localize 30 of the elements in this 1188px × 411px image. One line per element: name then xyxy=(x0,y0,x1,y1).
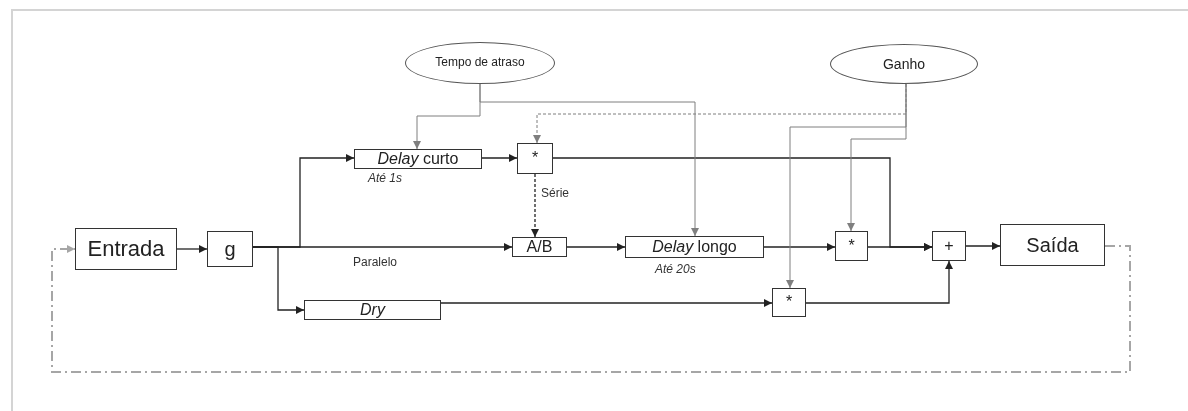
dashed-arrow xyxy=(51,245,1131,373)
delay-box: Delay curto xyxy=(354,149,482,169)
duration-note: Até 1s xyxy=(368,171,403,185)
arrow xyxy=(440,299,773,307)
parameter-ellipse: Ganho xyxy=(830,44,978,84)
arrow xyxy=(176,245,208,253)
edge-label: Série xyxy=(540,186,570,200)
dry-box: Dry xyxy=(304,300,441,320)
switch-box: A/B xyxy=(512,237,567,257)
duration-note: Até 20s xyxy=(655,262,696,276)
arrow xyxy=(786,83,907,289)
arrow xyxy=(566,243,626,251)
parameter-ellipse: Tempo de atraso xyxy=(405,42,555,84)
multiplier-box: * xyxy=(517,143,553,174)
arrow xyxy=(252,246,305,314)
multiplier-box: * xyxy=(772,288,806,317)
arrow xyxy=(867,243,933,251)
arrow xyxy=(805,260,953,304)
multiplier-box: * xyxy=(835,231,868,261)
arrow xyxy=(479,83,699,237)
output-box: Saída xyxy=(1000,224,1105,266)
sum-box: + xyxy=(932,231,966,261)
gain-box: g xyxy=(207,231,253,267)
arrow xyxy=(481,154,518,162)
delay-box: Delay longo xyxy=(625,236,764,258)
edge-label: Paralelo xyxy=(352,255,399,269)
arrow xyxy=(965,242,1001,250)
dashed-arrow xyxy=(531,173,539,238)
arrow xyxy=(763,243,836,251)
input-box: Entrada xyxy=(75,228,177,270)
